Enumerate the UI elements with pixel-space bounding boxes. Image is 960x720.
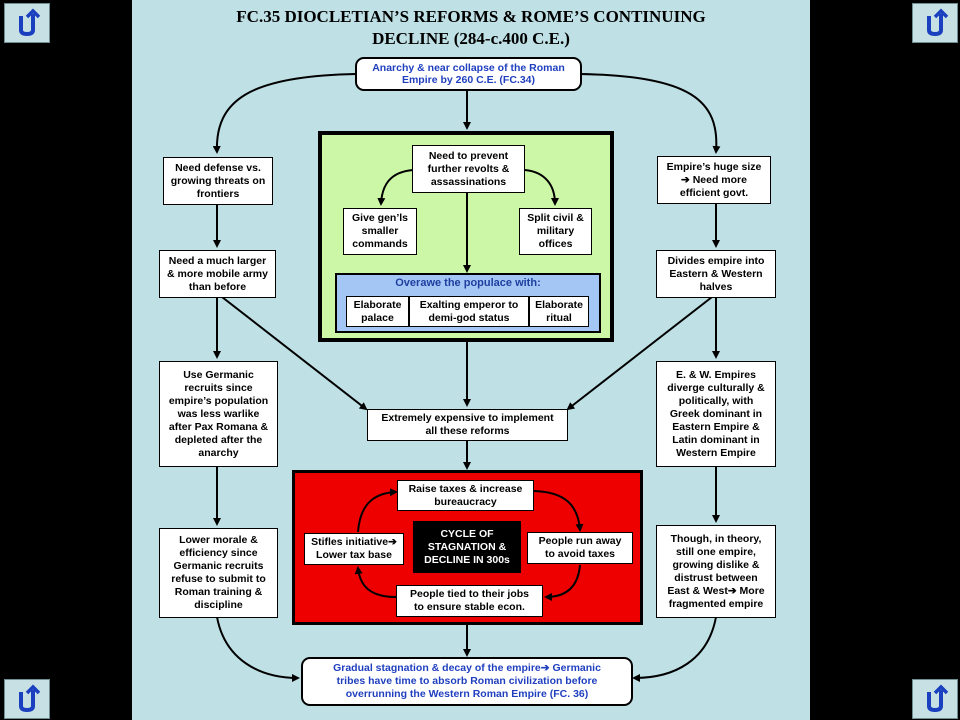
cycle-box-stifles: Stifles initiative➔ Lower tax base	[304, 533, 404, 565]
box-extremely-expensive: Extremely expensive to implement all the…	[367, 409, 568, 441]
cycle-box-tied-jobs: People tied to their jobs to ensure stab…	[396, 585, 543, 617]
right-box-distrust: Though, in theory, still one empire, gro…	[656, 525, 776, 618]
left-box-defense: Need defense vs. growing threats on fron…	[163, 157, 273, 205]
title-line-1: FC.35 DIOCLETIAN’S REFORMS & ROME’S CONT…	[236, 7, 706, 26]
cycle-box-run-away: People run away to avoid taxes	[527, 532, 633, 564]
box-exalting-emperor: Exalting emperor to demi-god status	[409, 296, 529, 327]
nav-back-button-bottom-left[interactable]	[4, 679, 50, 719]
page-title: FC.35 DIOCLETIAN’S REFORMS & ROME’S CONT…	[132, 6, 810, 50]
bottom-box-stagnation: Gradual stagnation & decay of the empire…	[301, 657, 633, 706]
box-give-generals: Give gen’ls smaller commands	[343, 208, 417, 255]
u-turn-back-icon	[927, 8, 949, 37]
box-elaborate-palace: Elaborate palace	[346, 296, 409, 327]
title-line-2: DECLINE (284-c.400 C.E.)	[372, 29, 570, 48]
u-turn-back-icon	[927, 684, 949, 713]
box-split-offices: Split civil & military offices	[519, 208, 592, 255]
cycle-label: CYCLE OF STAGNATION & DECLINE IN 300s	[413, 521, 521, 573]
left-box-germanic-recruits: Use Germanic recruits since empire’s pop…	[159, 361, 278, 467]
top-box-anarchy: Anarchy & near collapse of the Roman Emp…	[355, 57, 582, 91]
nav-back-button-top-left[interactable]	[4, 3, 50, 43]
box-elaborate-ritual: Elaborate ritual	[529, 296, 589, 327]
overawe-title: Overawe the populace with:	[395, 277, 541, 289]
u-turn-back-icon	[19, 684, 41, 713]
right-box-huge-size: Empire’s huge size ➔ Need more efficient…	[657, 156, 771, 204]
nav-back-button-bottom-right[interactable]	[912, 679, 958, 719]
u-turn-back-icon	[19, 8, 41, 37]
left-box-lower-morale: Lower morale & efficiency since Germanic…	[159, 528, 278, 618]
nav-back-button-top-right[interactable]	[912, 3, 958, 43]
box-prevent-revolts: Need to prevent further revolts & assass…	[412, 145, 525, 193]
left-box-army: Need a much larger & more mobile army th…	[159, 250, 276, 298]
cycle-box-raise-taxes: Raise taxes & increase bureaucracy	[397, 480, 534, 511]
right-box-divides-empire: Divides empire into Eastern & Western ha…	[656, 250, 776, 298]
right-box-diverge: E. & W. Empires diverge culturally & pol…	[656, 361, 776, 467]
